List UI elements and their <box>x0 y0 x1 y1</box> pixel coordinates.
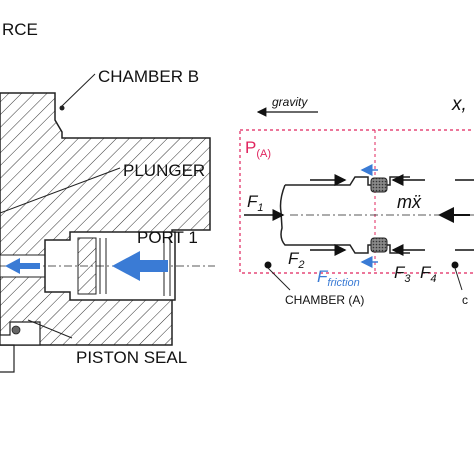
title-fragment: RCE <box>2 20 38 39</box>
partial-chamber-label: c <box>462 293 468 307</box>
seal-top <box>370 177 388 193</box>
f2-label: F2 <box>288 249 305 271</box>
chamber-b-label: CHAMBER B <box>98 67 199 86</box>
piston-seal-label: PISTON SEAL <box>76 348 187 367</box>
f1-label: F1 <box>247 192 264 214</box>
housing-body <box>0 92 211 346</box>
free-body-diagram <box>239 107 474 291</box>
friction-label: Ffriction <box>317 267 360 289</box>
pressure-label: P(A) <box>245 138 271 160</box>
plunger-label: PLUNGER <box>123 161 205 180</box>
seal-bottom <box>370 237 388 253</box>
pressure-region-box <box>239 129 474 274</box>
chamber-a-label: CHAMBER (A) <box>285 293 364 307</box>
gravity-label: gravity <box>272 95 308 109</box>
plunger-outline <box>279 176 410 254</box>
inertia-label: mẍ <box>397 192 422 212</box>
piston-seal-block <box>0 321 41 346</box>
cross-section <box>0 73 215 373</box>
f4-label: F4 <box>420 263 437 285</box>
x-axis-label: x, <box>451 94 467 115</box>
f3-label: F3 <box>394 263 411 285</box>
port-1-label: PORT 1 <box>137 228 198 247</box>
